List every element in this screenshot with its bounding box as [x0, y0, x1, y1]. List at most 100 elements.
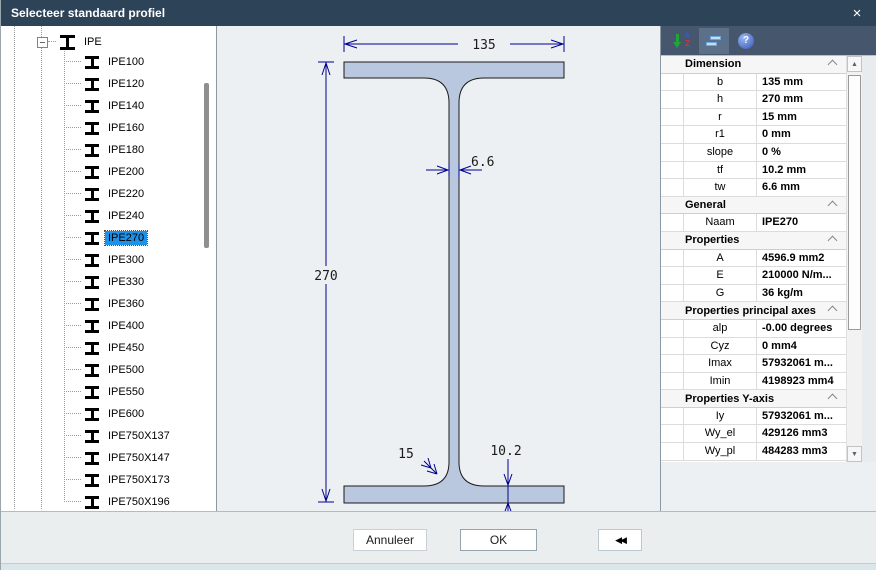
categorized-view-button[interactable] [699, 27, 729, 54]
tree-item-ipe450[interactable]: IPE450 [1, 337, 216, 359]
ibeam-icon [85, 187, 99, 201]
tree-item-label: IPE200 [108, 166, 145, 178]
row-margin [661, 267, 684, 284]
toolbar-gutter [862, 26, 876, 56]
dimension-width: 135 [343, 36, 565, 53]
scroll-down-icon[interactable]: ▼ [847, 446, 862, 462]
property-group-properties-principal-axes[interactable]: Properties principal axes [661, 302, 846, 320]
property-group-general[interactable]: General [661, 196, 846, 215]
collapse-chevron-icon[interactable] [827, 305, 838, 316]
row-margin [661, 425, 684, 443]
tree-scrollbar-thumb[interactable] [204, 83, 209, 248]
property-group-title: General [685, 199, 726, 212]
tree-connector [64, 215, 81, 217]
close-icon[interactable]: × [852, 4, 862, 22]
help-button[interactable]: ? [731, 28, 761, 54]
collapse-chevron-icon[interactable] [827, 200, 838, 210]
tree-connector [64, 347, 81, 349]
tree-item-ipe330[interactable]: IPE330 [1, 271, 216, 293]
tree-item-label: IPE750X173 [108, 474, 170, 486]
collapse-chevron-icon[interactable] [827, 393, 838, 404]
tree-connector [64, 61, 81, 63]
property-value: 0 % [762, 145, 781, 158]
tree-item-ipe220[interactable]: IPE220 [1, 183, 216, 205]
ibeam-icon [85, 319, 99, 333]
double-left-arrow-button[interactable]: ◀◀ [598, 529, 642, 551]
tree-item-ipe300[interactable]: IPE300 [1, 249, 216, 271]
tree-item-label: IPE750X137 [108, 430, 170, 442]
tree-item-ipe750x137[interactable]: IPE750X137 [1, 425, 216, 447]
property-group-dimension[interactable]: Dimension [661, 56, 846, 74]
tree-item-ipe750x196[interactable]: IPE750X196 [1, 491, 216, 511]
scrollbar-thumb[interactable] [848, 75, 861, 330]
property-label: Iy [684, 407, 757, 425]
tree-connector [64, 149, 81, 151]
tree-connector [64, 237, 81, 239]
property-row-slope[interactable]: slope 0 % [661, 143, 846, 162]
tree-item-ipe100[interactable]: IPE100 [1, 51, 216, 73]
collapse-chevron-icon[interactable] [827, 235, 838, 246]
dialog-button-bar: Annuleer OK ◀◀ [1, 512, 876, 563]
property-label: tw [684, 179, 757, 196]
tree-connector [64, 303, 81, 305]
property-value: 484283 mm3 [762, 445, 828, 458]
tree-item-ipe200[interactable]: IPE200 [1, 161, 216, 183]
property-label: r1 [684, 126, 757, 143]
collapse-chevron-icon[interactable] [827, 59, 838, 70]
tree-item-label: IPE750X196 [108, 496, 170, 508]
tree-item-ipe750x173[interactable]: IPE750X173 [1, 469, 216, 491]
property-row-alp[interactable]: alp-0.00 degrees [661, 319, 846, 338]
tree-item-ipe750x147[interactable]: IPE750X147 [1, 447, 216, 469]
property-group-properties[interactable]: Properties [661, 231, 846, 250]
property-label: Wy_el [684, 425, 757, 443]
tree-item-ipe600[interactable]: IPE600 [1, 403, 216, 425]
tree-connector [64, 501, 81, 503]
tree-item-ipe180[interactable]: IPE180 [1, 139, 216, 161]
ibeam-icon [85, 363, 99, 377]
scroll-up-icon[interactable]: ▲ [847, 56, 862, 72]
ok-button[interactable]: OK [460, 529, 537, 551]
cancel-button[interactable]: Annuleer [353, 529, 427, 551]
properties-scrollbar[interactable]: ▲ ▼ [846, 56, 862, 462]
tree-item-label: IPE120 [108, 78, 145, 90]
property-group-properties-y-axis[interactable]: Properties Y-axis [661, 390, 846, 408]
property-label: slope [684, 143, 757, 161]
tree-item-ipe500[interactable]: IPE500 [1, 359, 216, 381]
tree-node-ipe[interactable]: IPE [1, 33, 216, 51]
row-margin [661, 91, 684, 108]
tree-item-ipe160[interactable]: IPE160 [1, 117, 216, 139]
tree-item-label: IPE550 [108, 386, 145, 398]
tree-item-ipe550[interactable]: IPE550 [1, 381, 216, 403]
ibeam-icon [85, 407, 99, 421]
collapse-expander-icon[interactable] [37, 36, 48, 48]
property-label: G [684, 284, 757, 302]
tree-item-ipe120[interactable]: IPE120 [1, 73, 216, 95]
tree-item-ipe140[interactable]: IPE140 [1, 95, 216, 117]
property-label: b [684, 73, 757, 91]
sort-az-icon [673, 31, 691, 49]
sort-alphabetical-button[interactable] [667, 28, 697, 54]
tree-item-ipe240[interactable]: IPE240 [1, 205, 216, 227]
tree-item-ipe400[interactable]: IPE400 [1, 315, 216, 337]
tree-item-ipe270[interactable]: IPE270 [1, 227, 216, 249]
tree-item-ipe360[interactable]: IPE360 [1, 293, 216, 315]
